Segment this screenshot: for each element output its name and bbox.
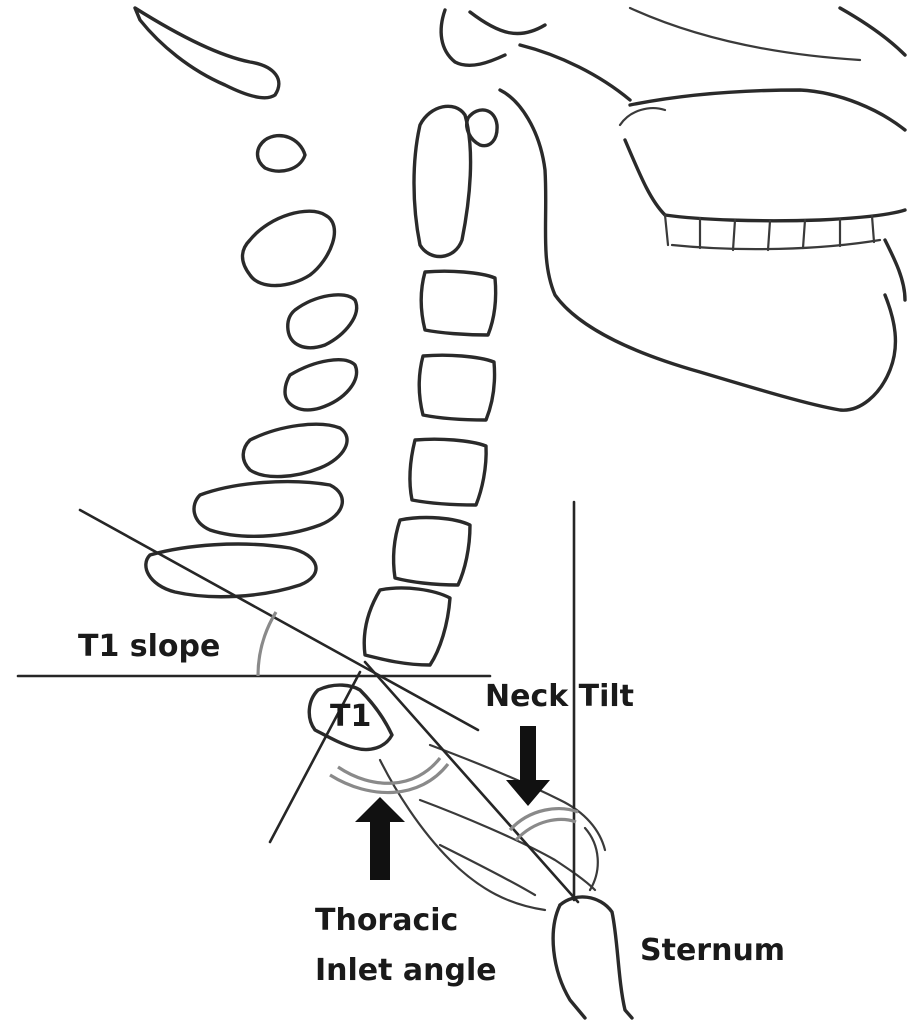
t1-slope-arc xyxy=(258,612,276,676)
skull-outline xyxy=(135,8,905,100)
thoracic-label: Thoracic xyxy=(315,903,458,938)
neck-tilt-label: Neck Tilt xyxy=(485,679,634,714)
t1-slope-label: T1 slope xyxy=(78,629,220,664)
thoracic-inlet-arrow xyxy=(355,797,405,880)
perpendicular-line xyxy=(270,672,360,842)
neck-tilt-arc-inner xyxy=(516,819,576,840)
t1-label: T1 xyxy=(330,699,371,734)
thoracic-inlet-arc-inner xyxy=(338,758,440,783)
inlet-angle-label: Inlet angle xyxy=(315,953,497,988)
sternum-label: Sternum xyxy=(640,933,785,968)
t1-endplate-line xyxy=(80,510,478,730)
jaw-outline xyxy=(500,90,905,410)
posterior-elements xyxy=(146,136,357,597)
neck-tilt-arrow xyxy=(506,726,550,806)
angle-arcs xyxy=(258,612,598,890)
